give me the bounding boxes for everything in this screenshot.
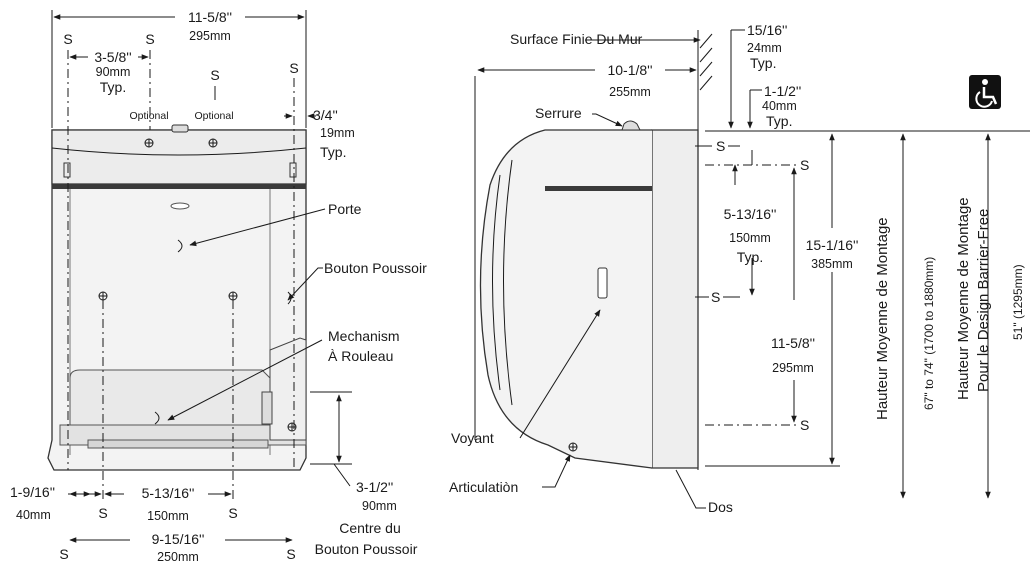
articulation-label: Articulatiòn xyxy=(449,479,518,495)
voyant-label: Voyant xyxy=(451,430,494,446)
svg-text:3-1/2'': 3-1/2'' xyxy=(356,479,393,495)
mechanism-label: Mechanism xyxy=(328,328,400,344)
s-marker: S xyxy=(289,60,298,76)
overall-width-label: 11-5/8'' xyxy=(188,9,232,25)
s-marker: S xyxy=(210,67,219,83)
front-dark-band xyxy=(52,184,306,189)
s-marker: S xyxy=(800,157,809,173)
mount-height-label: Hauteur Moyenne de Montage xyxy=(874,217,891,420)
svg-text:Bouton Poussoir: Bouton Poussoir xyxy=(315,541,418,557)
s-marker: S xyxy=(59,546,68,562)
s-marker: S xyxy=(711,289,720,305)
s-marker: S xyxy=(145,31,154,47)
wheelchair-accessibility-icon xyxy=(969,75,1001,109)
svg-text:40mm: 40mm xyxy=(16,508,51,522)
svg-text:24mm: 24mm xyxy=(747,41,782,55)
svg-text:295mm: 295mm xyxy=(772,361,814,375)
svg-text:255mm: 255mm xyxy=(609,85,651,99)
svg-text:150mm: 150mm xyxy=(147,509,189,523)
barrier-free-height: 51" (1295mm) xyxy=(1011,264,1025,340)
dos-label: Dos xyxy=(708,499,733,515)
side-view: Surface Finie Du Mur 10-1/8'' 255mm Serr… xyxy=(449,22,1030,515)
svg-text:À Rouleau: À Rouleau xyxy=(328,348,393,364)
serrure-label: Serrure xyxy=(535,105,582,121)
s-marker: S xyxy=(716,138,725,154)
svg-text:250mm: 250mm xyxy=(157,550,199,564)
svg-text:385mm: 385mm xyxy=(811,257,853,271)
svg-text:Centre du: Centre du xyxy=(339,520,400,536)
optional-label: Optional xyxy=(129,110,168,122)
s-marker: S xyxy=(800,417,809,433)
svg-text:40mm: 40mm xyxy=(762,99,797,113)
svg-text:9-15/16'': 9-15/16'' xyxy=(152,531,205,547)
s-marker: S xyxy=(98,505,107,521)
svg-text:5-13/16'': 5-13/16'' xyxy=(142,485,195,501)
svg-text:150mm: 150mm xyxy=(729,231,771,245)
optional-label: Optional xyxy=(194,110,233,122)
svg-text:90mm: 90mm xyxy=(96,65,131,79)
mount-range-label: 67" to 74" (1700 to 1880mm) xyxy=(922,257,936,410)
s-spacing-label: 3-5/8'' xyxy=(94,49,131,65)
svg-text:1-9/16'': 1-9/16'' xyxy=(10,484,55,500)
svg-text:19mm: 19mm xyxy=(320,126,355,140)
barrier-free-label-1: Hauteur Moyenne de Montage xyxy=(955,197,972,400)
svg-text:3/4'': 3/4'' xyxy=(313,107,338,123)
svg-text:15-1/16'': 15-1/16'' xyxy=(806,237,859,253)
svg-text:15/16'': 15/16'' xyxy=(747,22,787,38)
side-back-plate xyxy=(651,129,699,469)
svg-text:90mm: 90mm xyxy=(362,499,397,513)
s-marker: S xyxy=(286,546,295,562)
svg-text:11-5/8'': 11-5/8'' xyxy=(771,335,815,351)
screw-icon xyxy=(98,138,297,432)
svg-text:Typ.: Typ. xyxy=(320,144,346,160)
porte-label: Porte xyxy=(328,201,362,217)
svg-text:1-1/2'': 1-1/2'' xyxy=(764,83,801,99)
svg-text:Typ.: Typ. xyxy=(766,113,792,129)
wall-surface-label: Surface Finie Du Mur xyxy=(510,31,643,47)
overall-width-mm: 295mm xyxy=(189,29,231,43)
side-dark-band xyxy=(545,186,652,191)
svg-text:10-1/8'': 10-1/8'' xyxy=(607,62,652,78)
svg-text:Typ.: Typ. xyxy=(737,249,763,265)
svg-text:5-13/16'': 5-13/16'' xyxy=(724,206,777,222)
bouton-poussoir-label: Bouton Poussoir xyxy=(324,260,427,276)
svg-text:Typ.: Typ. xyxy=(750,55,776,71)
front-view: 11-5/8'' 295mm S S S S 3-5/8'' 90mm Typ.… xyxy=(10,9,427,564)
svg-text:Typ.: Typ. xyxy=(100,79,126,95)
barrier-free-label-2: Pour le Design Barrier-Free xyxy=(975,209,992,392)
s-marker: S xyxy=(63,31,72,47)
s-marker: S xyxy=(228,505,237,521)
